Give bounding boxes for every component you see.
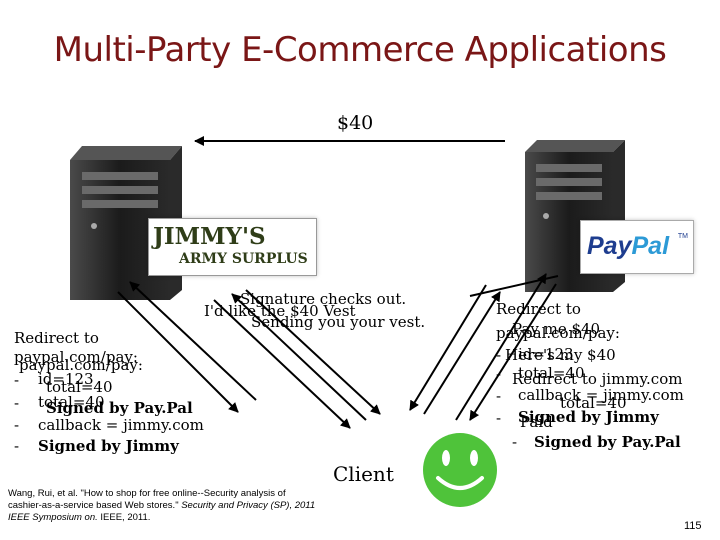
right-total-paid: total=40	[560, 394, 627, 412]
paypal-logo-pay: Pay	[587, 232, 632, 260]
price-label: $40	[337, 112, 374, 134]
arrow-right-2	[423, 291, 501, 415]
paypal-logo-pal: Pal	[631, 232, 670, 260]
jimmy-logo-line2: ARMY SURPLUS	[179, 251, 308, 267]
arrow-right-1	[409, 284, 487, 411]
right-redirect-jimmy: Redirect to jimmy.com	[512, 370, 683, 388]
left-item-callback: callback = jimmy.com	[38, 416, 204, 434]
paypal-logo: PayPal TM	[580, 220, 694, 274]
right-id: id=123	[518, 345, 574, 363]
right-dash-1: -	[496, 346, 502, 364]
right-callback: callback = jimmy.com	[518, 386, 684, 404]
left-item-signed-jimmy: Signed by Jimmy	[38, 437, 179, 455]
left-redirect-text: Redirect to	[14, 329, 99, 347]
right-signed-paypal: Signed by Pay.Pal	[534, 433, 681, 451]
slide-number: 115	[684, 520, 702, 532]
right-dash-4: -	[496, 409, 502, 427]
right-dash-2: -	[496, 365, 502, 383]
left-item-id: id=123	[38, 370, 94, 388]
arrow-left-2	[129, 281, 257, 401]
right-heres: Here's my $40	[505, 346, 616, 364]
arrow-right-4	[469, 283, 557, 421]
slide-title: Multi-Party E-Commerce Applications	[53, 30, 667, 70]
arrow-center-3	[245, 289, 381, 415]
citation-italic: Security and Privacy (SP), 2011 IEEE Sym…	[8, 500, 316, 523]
signature-checks-text: Signature checks out.	[240, 290, 407, 308]
jimmy-logo-line1: JIMMY'S	[153, 223, 266, 250]
left-url-b: paypal.com/pay:	[19, 356, 143, 374]
client-smiley-icon	[423, 433, 497, 507]
arrow-center-1	[213, 299, 351, 429]
left-item-dash-3: -	[14, 416, 20, 434]
client-label: Client	[333, 462, 394, 486]
sending-vest-text: Sending you your vest.	[251, 313, 426, 331]
jimmys-army-surplus-logo: JIMMY'S ARMY SURPLUS	[148, 218, 317, 276]
right-url: paypal.com/pay:	[496, 324, 620, 342]
right-dash-5: -	[512, 433, 518, 451]
left-item-dash-2: -	[14, 394, 20, 412]
right-signed-jimmy: Signed by Jimmy	[518, 408, 659, 426]
left-signed-paypal: Signed by Pay.Pal	[46, 399, 193, 417]
citation-tail: IEEE, 2011.	[100, 512, 151, 523]
left-item-total-a: total=40	[46, 378, 113, 396]
right-total: total=40	[518, 364, 585, 382]
right-paid: Paid	[520, 413, 553, 431]
left-item-total-b: total=40	[38, 393, 105, 411]
left-url-a: paypal.com/pay:	[14, 348, 138, 366]
right-redirect-text: Redirect to	[496, 300, 581, 318]
arrow-right-3	[455, 273, 547, 421]
right-pay-me: Pay me $40	[512, 320, 601, 338]
right-dash-3: -	[496, 387, 502, 405]
vest-request-text: I'd like the $40 Vest	[204, 302, 356, 320]
citation-plain: Wang, Rui, et al. "How to shop for free …	[8, 488, 286, 511]
citation-text: Wang, Rui, et al. "How to shop for free …	[8, 488, 318, 524]
left-item-dash-4: -	[14, 437, 20, 455]
arrow-left-1	[117, 291, 239, 413]
left-item-dash-1: -	[14, 371, 20, 389]
paypal-logo-tm: TM	[677, 233, 688, 240]
arrow-center-2	[231, 293, 367, 421]
